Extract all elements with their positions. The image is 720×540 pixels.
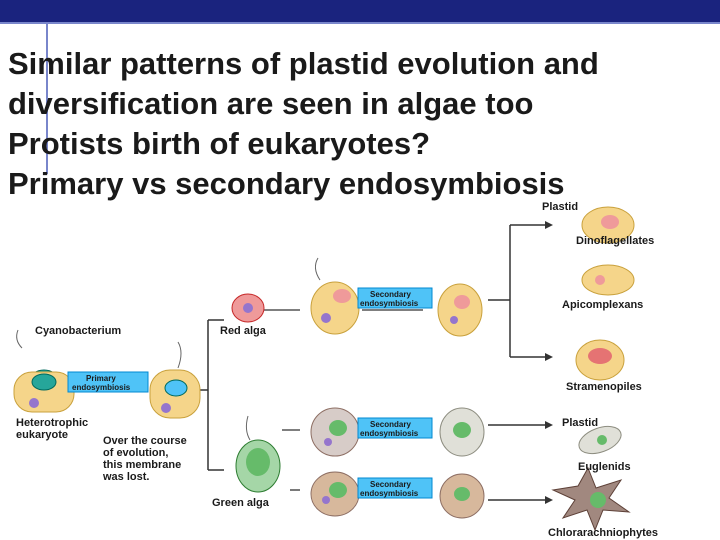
secondary-result-red-cell [437,283,483,337]
title-line-1: Similar patterns of plastid evolution an… [8,46,599,81]
label-heterotrophic-line1: Heterotrophic [16,417,88,429]
label-secondary-green2-line1: Secondary [370,480,411,489]
label-plastid-euglenid: Plastid [562,417,598,429]
chlorarachniophyte-cell [551,466,631,532]
label-secondary-green2-line2: endosymbiosis [360,489,419,498]
label-red-alga: Red alga [220,325,267,337]
arrowheads [545,221,553,504]
label-note-line3: this membrane [103,459,181,471]
heterotrophic-eukaryote-cell [13,371,75,413]
dinoflagellate-cell [581,206,635,244]
label-note-line4: was lost. [102,471,149,483]
secondary-host-green-cell-2 [310,471,360,517]
secondary-endosymbiosis-box-green-2 [357,477,433,499]
slide-title: Similar patterns of plastid evolution an… [8,44,713,204]
secondary-host-green-cell-1 [310,407,360,457]
secondary-result-green-cell-2 [439,473,485,519]
secondary-endosymbiosis-box-red [357,287,433,309]
label-green-alga: Green alga [212,497,270,509]
label-heterotrophic-line2: eukaryote [16,429,68,441]
label-stramenopiles: Stramenopiles [566,381,642,393]
label-euglenids: Euglenids [578,461,631,473]
label-apicomplexans: Apicomplexans [562,299,643,311]
label-primary-line2: endosymbiosis [72,383,131,392]
green-alga-cell [235,415,281,493]
title-line-2: diversification are seen in algae too [8,86,534,121]
label-dinoflagellates: Dinoflagellates [576,235,654,247]
label-note-line1: Over the course [103,435,187,447]
vertical-rule [46,24,48,174]
secondary-result-green-cell-1 [439,407,485,457]
euglenid-cell [578,425,622,455]
title-line-3: Protists birth of eukaryotes? [8,126,431,161]
label-primary-line1: Primary [86,374,116,383]
label-chlorarachniophytes: Chlorarachniophytes [548,527,658,539]
red-alga-cell [231,293,265,323]
label-secondary-green1-line1: Secondary [370,420,411,429]
apicomplexan-cell [581,264,635,296]
top-banner [0,0,720,22]
banner-rule [0,22,720,24]
secondary-endosymbiosis-box-green-1 [357,417,433,439]
tree-lines [195,224,545,501]
label-note-line2: of evolution, [103,447,168,459]
secondary-host-red-cell [310,257,360,335]
label-cyanobacterium: Cyanobacterium [35,325,121,337]
label-secondary-green1-line2: endosymbiosis [360,429,419,438]
primary-endosymbiosis-box [67,371,149,393]
label-secondary-red-line1: Secondary [370,290,411,299]
primary-plastid-host-cell [149,341,201,419]
title-line-4: Primary vs secondary endosymbiosis [8,166,565,201]
label-plastid-top: Plastid [542,201,578,213]
label-secondary-red-line2: endosymbiosis [360,299,419,308]
stramenopile-cell [575,339,625,381]
